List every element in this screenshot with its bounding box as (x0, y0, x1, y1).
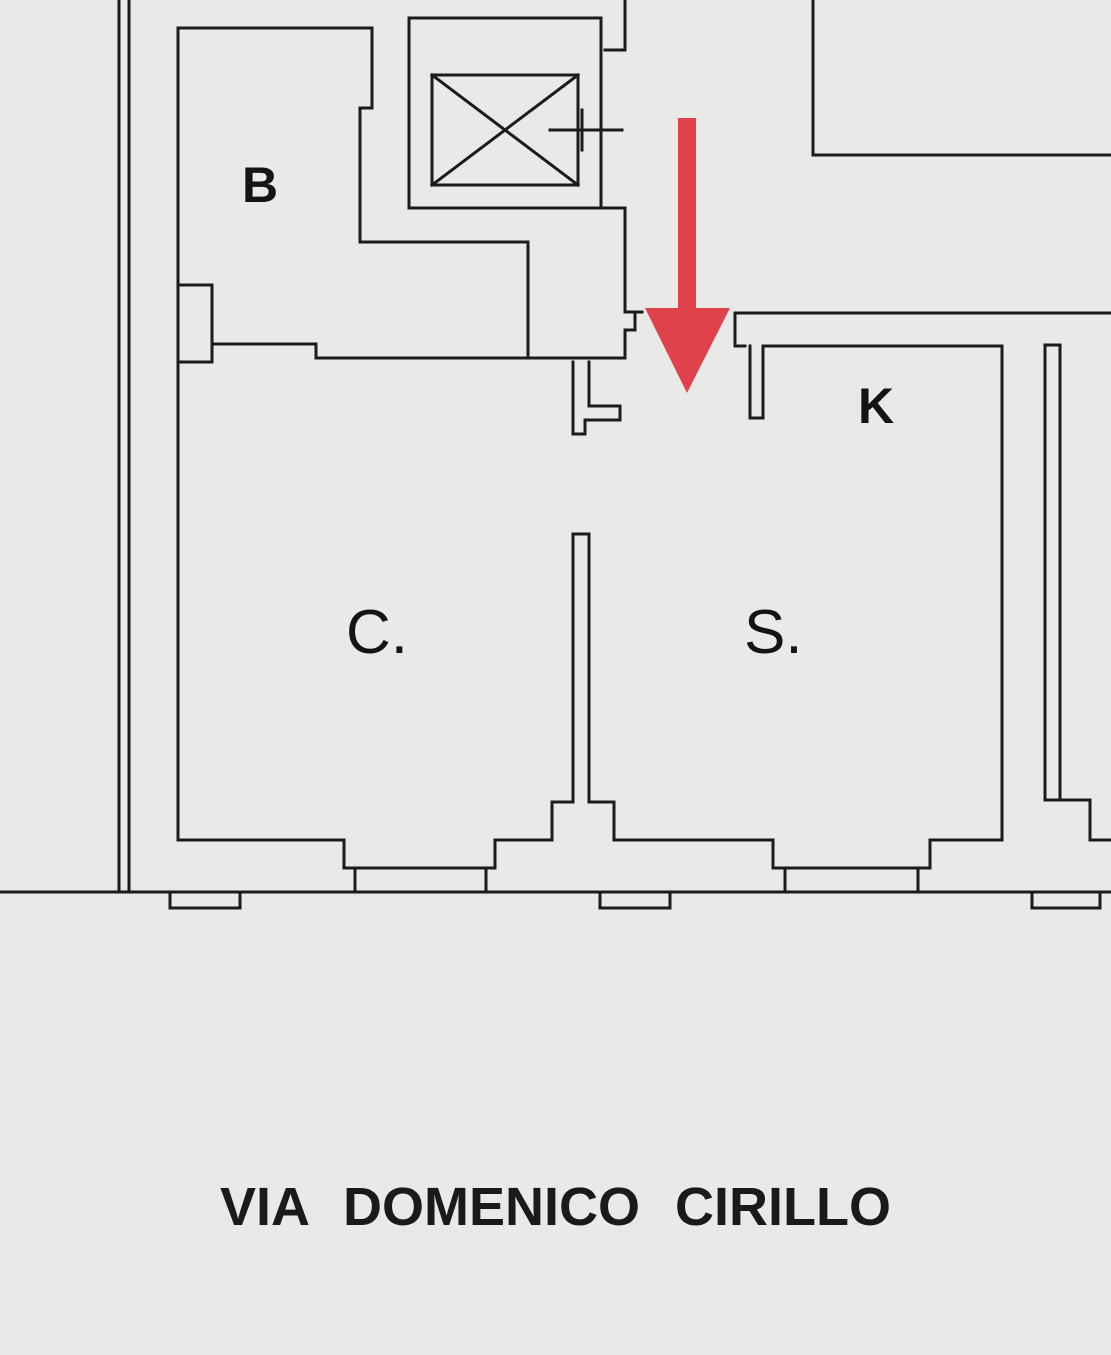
room-label-b: B (242, 157, 279, 213)
street-name: VIA DOMENICO CIRILLO (220, 1177, 891, 1237)
outer-walls (0, 0, 1111, 894)
room-b-inner-wall (176, 342, 214, 364)
hall-walls (526, 206, 1004, 436)
room-b-walls (176, 26, 530, 364)
entrance-arrow-icon (645, 118, 730, 393)
room-label-s: S. (744, 598, 803, 667)
room-c-walls (176, 344, 1004, 870)
elevator-shaft (407, 16, 624, 210)
neighbour-walls (1043, 343, 1111, 842)
room-label-k: K (858, 378, 895, 434)
facade (168, 866, 1102, 910)
room-label-c: C. (346, 598, 408, 667)
